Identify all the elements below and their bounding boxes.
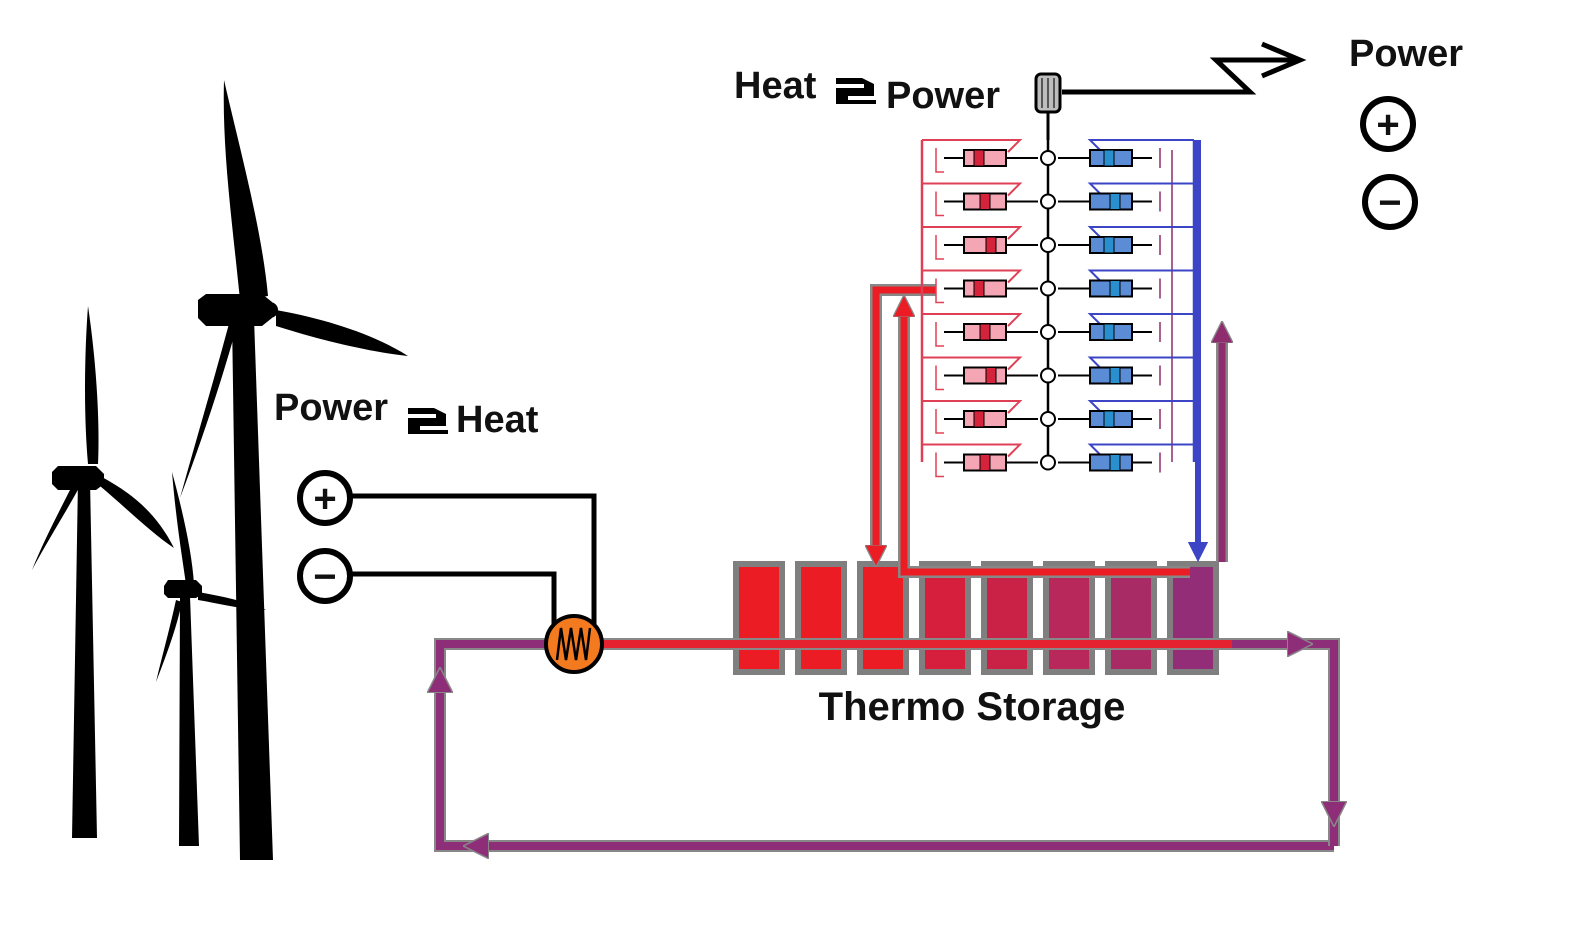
heat-to-power-label-heat: Heat (734, 65, 817, 107)
storage-cell (919, 561, 971, 675)
power-to-heat-label: Power Heat (274, 387, 539, 441)
hot-supply-line (876, 284, 1190, 578)
stirling-engine-bank (920, 139, 1196, 478)
stirling-engine-icon (922, 182, 1194, 217)
stirling-engine-icon (922, 313, 1194, 347)
svg-text:−: − (1378, 181, 1401, 225)
power-to-heat-label-power: Power (274, 387, 388, 429)
storage-cell (1105, 561, 1157, 675)
svg-text:+: + (313, 477, 336, 521)
power-output-label: Power (1349, 33, 1463, 75)
two-glyph-icon (408, 408, 448, 434)
wind-turbine-icon (32, 80, 408, 860)
thermo-storage (733, 561, 1219, 675)
input-terminal-plus: + (297, 470, 353, 526)
output-terminal-minus: − (1362, 174, 1418, 230)
two-glyph-icon (836, 78, 876, 104)
input-terminal-minus: − (297, 548, 353, 604)
heater-wires (352, 493, 597, 634)
stirling-engine-icon (922, 226, 1194, 260)
heater-coil-icon (544, 614, 604, 674)
storage-cell (795, 561, 847, 675)
stirling-engine-icon (922, 443, 1194, 478)
storage-cell (857, 561, 909, 675)
generator-icon (1034, 72, 1062, 140)
power-to-heat-label-heat: Heat (456, 399, 539, 441)
thermo-storage-label: Thermo Storage (819, 685, 1126, 729)
return-loop (440, 644, 1334, 846)
stirling-engine-icon (922, 139, 1194, 173)
output-terminal-plus: + (1360, 96, 1416, 152)
stirling-engine-icon (922, 400, 1194, 434)
storage-cell (1167, 561, 1219, 675)
lightning-bolt-icon (1062, 41, 1307, 95)
storage-cell (981, 561, 1033, 675)
stirling-engine-icon (922, 269, 1194, 304)
storage-cell (733, 561, 785, 675)
heat-to-power-label-power: Power (886, 75, 1000, 117)
svg-text:+: + (1376, 103, 1399, 147)
storage-cell (1043, 561, 1095, 675)
heat-to-power-label: Heat Power (734, 65, 1000, 117)
stirling-engine-icon (922, 356, 1194, 391)
svg-text:−: − (313, 555, 336, 599)
